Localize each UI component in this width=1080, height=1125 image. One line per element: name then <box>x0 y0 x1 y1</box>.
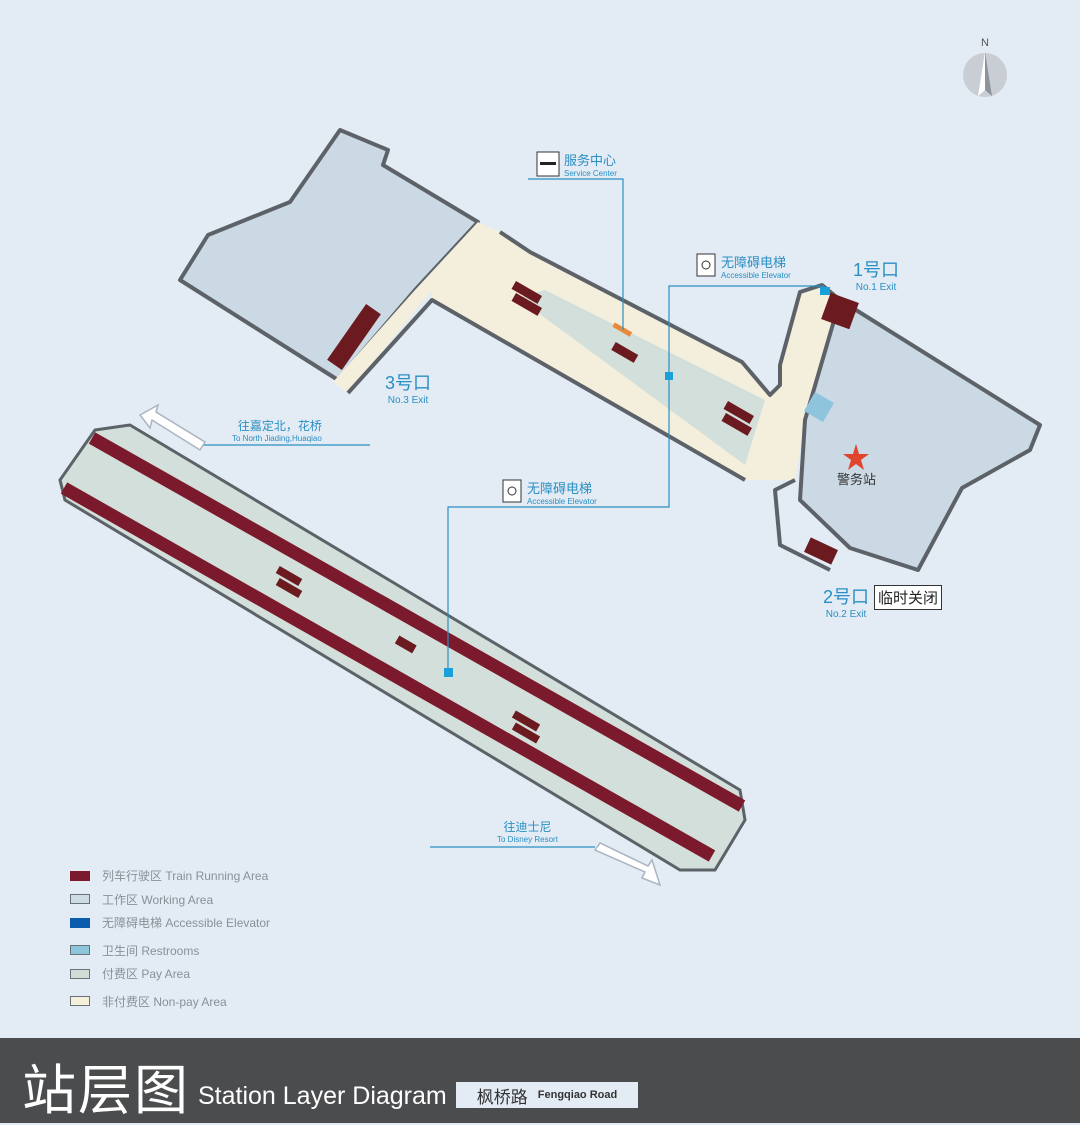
restroom <box>803 391 835 423</box>
track-north <box>88 432 746 812</box>
police-star-icon <box>843 444 869 470</box>
police-station-label: 警务站 <box>837 472 877 487</box>
north-label: N <box>981 37 989 49</box>
leader-lines <box>200 178 824 848</box>
exit2-closed-badge: 临时关闭 <box>874 585 943 610</box>
title-en: Station Layer Diagram <box>198 1082 447 1110</box>
arrow-disney-icon <box>593 842 662 887</box>
legend-item: 卫生间 Restrooms <box>70 939 270 963</box>
exit1-stairs <box>821 292 859 330</box>
platform-level <box>58 423 747 872</box>
elevator-exit1 <box>820 287 830 295</box>
legend-item: 列车行驶区 Train Running Area <box>70 864 270 888</box>
legend-item: 工作区 Working Area <box>70 888 270 912</box>
exit3-stairs <box>327 303 381 371</box>
exit2-stairs <box>804 537 838 565</box>
station-map: N <box>58 37 1042 887</box>
escalators <box>511 281 754 436</box>
track-south <box>60 482 716 862</box>
legend-item: 无障碍电梯 Accessible Elevator <box>70 911 270 935</box>
elevator-platform <box>444 668 453 677</box>
legend-item: 非付费区 Non-pay Area <box>70 990 270 1014</box>
elevator-icon-top <box>696 253 716 277</box>
concourse-level <box>178 128 1042 572</box>
title-zh: 站层图 <box>22 1061 190 1121</box>
elevator-concourse <box>665 372 673 380</box>
legend: 列车行驶区 Train Running Area 工作区 Working Are… <box>70 864 270 1013</box>
service-center-icon <box>536 151 560 177</box>
legend-item: 付费区 Pay Area <box>70 962 270 986</box>
compass-icon <box>963 52 1007 97</box>
working-area-west <box>178 128 480 382</box>
arrow-north-icon <box>138 403 207 452</box>
elevator-icon-bottom <box>502 479 522 503</box>
pay-area <box>518 290 765 465</box>
working-area-east <box>798 298 1042 572</box>
